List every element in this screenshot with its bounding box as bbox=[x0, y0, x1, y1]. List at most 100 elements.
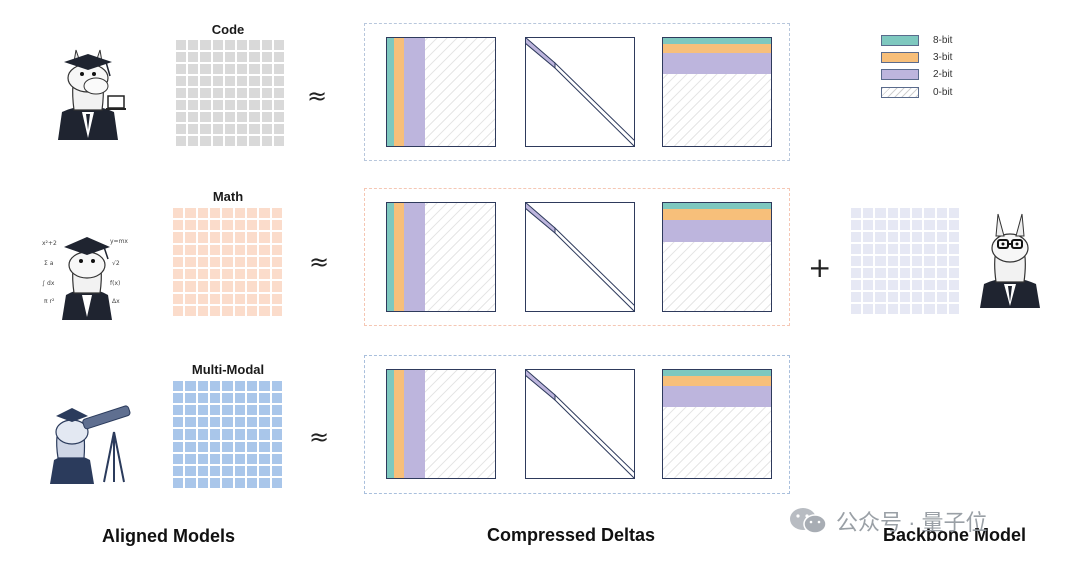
grid-cell bbox=[209, 441, 221, 452]
grid-cell bbox=[948, 232, 959, 242]
grid-cell bbox=[185, 465, 196, 476]
grid-cell bbox=[209, 453, 221, 464]
grid-cell bbox=[197, 220, 208, 231]
grid-cell bbox=[200, 112, 211, 122]
grid-cell bbox=[224, 76, 236, 86]
grid-cell bbox=[249, 112, 260, 122]
legend-label: 3-bit bbox=[933, 52, 953, 63]
grid-cell bbox=[222, 256, 233, 268]
grid-cell bbox=[224, 112, 236, 122]
grid-cell bbox=[259, 441, 270, 452]
grid-cell bbox=[237, 52, 248, 62]
grid-cell bbox=[185, 477, 196, 488]
grid-cell bbox=[212, 88, 223, 98]
grid-cell bbox=[273, 112, 284, 122]
grid-cell bbox=[246, 305, 258, 316]
grid-cell bbox=[261, 100, 272, 110]
grid-cell bbox=[271, 281, 282, 292]
math-model-title: Math bbox=[212, 189, 244, 204]
column-quantized-matrix bbox=[386, 37, 496, 147]
grid-cell bbox=[259, 232, 270, 243]
grid-cell bbox=[197, 393, 208, 404]
grid-cell bbox=[222, 269, 233, 280]
grid-cell bbox=[209, 381, 221, 392]
grid-cell bbox=[188, 64, 199, 74]
grid-cell bbox=[212, 112, 223, 122]
grid-cell bbox=[851, 244, 862, 254]
grid-cell bbox=[259, 269, 270, 280]
row-quantized-matrix bbox=[662, 202, 772, 312]
grid-cell bbox=[173, 220, 184, 231]
grid-cell bbox=[246, 381, 258, 392]
grid-cell bbox=[887, 268, 898, 278]
grid-cell bbox=[273, 88, 284, 98]
grid-cell bbox=[259, 477, 270, 488]
backbone-model-label: Backbone Model bbox=[883, 525, 1027, 545]
grid-cell bbox=[273, 64, 284, 74]
math-deltas-box bbox=[364, 188, 790, 326]
column-quantized-matrix bbox=[386, 369, 496, 479]
grid-cell bbox=[222, 381, 233, 392]
aligned-models-label: Aligned Models bbox=[102, 526, 236, 546]
grid-cell bbox=[209, 269, 221, 280]
grid-cell bbox=[863, 232, 874, 242]
grid-cell bbox=[173, 256, 184, 268]
grid-cell bbox=[200, 52, 211, 62]
legend-8bit: 8-bit bbox=[881, 35, 952, 46]
grid-cell bbox=[176, 64, 187, 74]
grid-cell bbox=[212, 76, 223, 86]
llama-telescope-icon bbox=[50, 405, 131, 484]
grid-cell bbox=[249, 76, 260, 86]
grid-cell bbox=[273, 136, 284, 146]
grid-cell bbox=[173, 477, 184, 488]
grid-cell bbox=[224, 40, 236, 50]
grid-cell bbox=[185, 405, 196, 416]
grid-cell bbox=[188, 52, 199, 62]
grid-cell bbox=[875, 208, 886, 218]
grid-cell bbox=[224, 136, 236, 146]
grid-cell bbox=[887, 244, 898, 254]
grid-cell bbox=[887, 232, 898, 242]
grid-cell bbox=[924, 292, 935, 302]
grid-cell bbox=[246, 477, 258, 488]
grid-cell bbox=[259, 281, 270, 292]
approx-symbol: ≈ bbox=[308, 423, 330, 451]
grid-cell bbox=[222, 417, 233, 428]
diagonal-quantized-matrix bbox=[525, 202, 635, 312]
grid-cell bbox=[197, 441, 208, 452]
grid-cell bbox=[899, 268, 911, 278]
grid-cell bbox=[237, 40, 248, 50]
grid-cell bbox=[185, 293, 196, 304]
grid-cell bbox=[271, 256, 282, 268]
grid-cell bbox=[209, 305, 221, 316]
grid-cell bbox=[237, 64, 248, 74]
grid-cell bbox=[173, 453, 184, 464]
grid-cell bbox=[271, 477, 282, 488]
grid-cell bbox=[271, 417, 282, 428]
grid-cell bbox=[936, 208, 947, 218]
grid-cell bbox=[912, 220, 923, 230]
grid-cell bbox=[173, 269, 184, 280]
grid-cell bbox=[212, 136, 223, 146]
grid-cell bbox=[222, 281, 233, 292]
grid-cell bbox=[188, 88, 199, 98]
grid-cell bbox=[875, 268, 886, 278]
grid-cell bbox=[237, 88, 248, 98]
grid-cell bbox=[936, 232, 947, 242]
column-quantized-matrix bbox=[386, 202, 496, 312]
grid-cell bbox=[259, 293, 270, 304]
grid-cell bbox=[259, 244, 270, 255]
grid-cell bbox=[209, 244, 221, 255]
grid-cell bbox=[185, 429, 196, 440]
multimodal-model-title: Multi-Modal bbox=[191, 362, 265, 377]
grid-cell bbox=[222, 441, 233, 452]
grid-cell bbox=[173, 293, 184, 304]
grid-cell bbox=[912, 256, 923, 266]
grid-cell bbox=[924, 244, 935, 254]
grid-cell bbox=[851, 268, 862, 278]
grid-cell bbox=[234, 441, 245, 452]
grid-cell bbox=[863, 256, 874, 266]
grid-cell bbox=[899, 220, 911, 230]
grid-cell bbox=[224, 100, 236, 110]
grid-cell bbox=[188, 124, 199, 134]
